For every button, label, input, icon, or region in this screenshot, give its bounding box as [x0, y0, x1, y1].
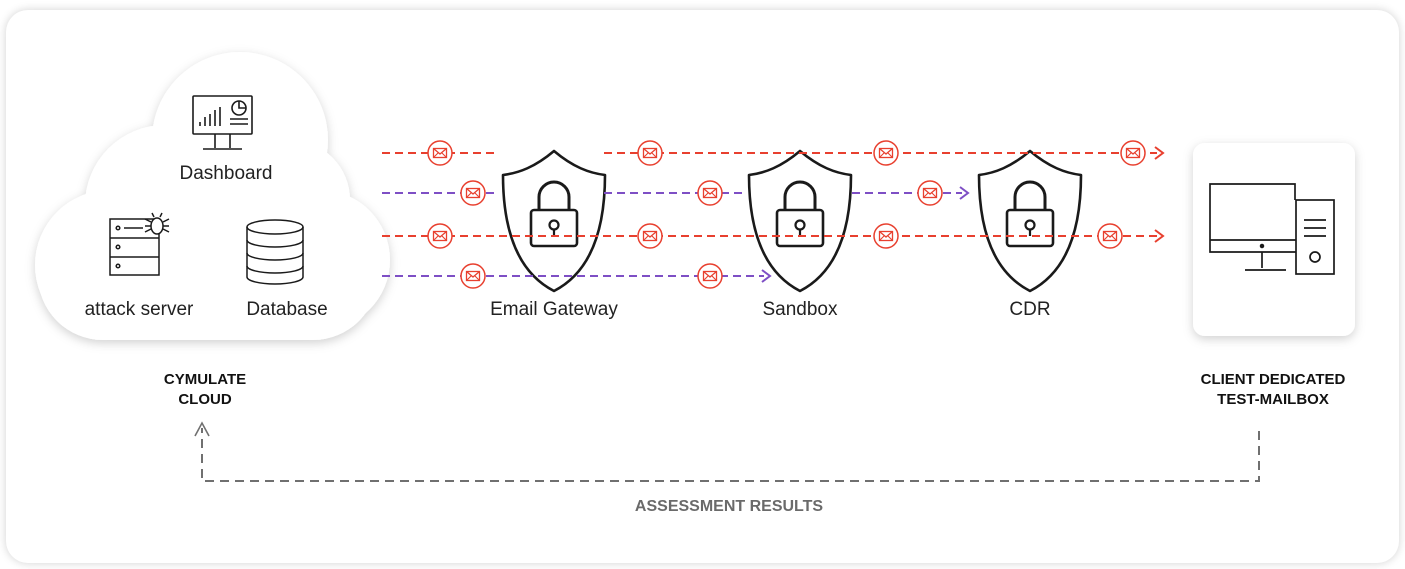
envelope-icon: [427, 140, 453, 166]
envelope-icon: [697, 180, 723, 206]
database-icon: [246, 219, 304, 285]
bug-icon: [144, 212, 170, 235]
shield-label-email-gateway: Email Gateway: [490, 299, 618, 320]
envelope-icon: [637, 223, 663, 249]
cymulate-cloud-title: CYMULATE CLOUD: [164, 370, 246, 410]
feedback-arrowhead-icon: [194, 421, 210, 437]
flow-line-red: [382, 146, 1165, 160]
assessment-results-label: ASSESSMENT RESULTS: [634, 498, 824, 515]
envelope-icon: [1120, 140, 1146, 166]
envelope-icon: [1097, 223, 1123, 249]
envelope-icon: [873, 140, 899, 166]
envelope-icon: [697, 263, 723, 289]
assessment-results-path: [201, 428, 1260, 482]
envelope-icon: [637, 140, 663, 166]
dashboard-monitor-icon: [192, 95, 253, 150]
attack-server-icon: [109, 218, 160, 276]
shield-lock-icon: [501, 149, 607, 293]
envelope-icon: [873, 223, 899, 249]
database-label: Database: [246, 299, 328, 320]
shield-lock-icon: [977, 149, 1083, 293]
shield-label-sandbox: Sandbox: [762, 299, 838, 320]
cloud-title-line2: CLOUD: [178, 391, 232, 408]
cymulate-cloud: [35, 52, 390, 340]
envelope-icon: [460, 180, 486, 206]
dashboard-label: Dashboard: [179, 163, 273, 184]
client-mailbox-title: CLIENT DEDICATED TEST-MAILBOX: [1201, 370, 1346, 410]
cloud-title-line1: CYMULATE: [163, 371, 247, 388]
attack-server-label: attack server: [84, 299, 194, 320]
flow-line-red: [382, 229, 1165, 243]
desktop-computer-icon: [1209, 183, 1335, 275]
envelope-icon: [427, 223, 453, 249]
shield-label-cdr: CDR: [1009, 299, 1051, 320]
client-title-line1: CLIENT DEDICATED: [1200, 371, 1346, 388]
shield-lock-icon: [747, 149, 853, 293]
client-title-line2: TEST-MAILBOX: [1217, 391, 1329, 408]
envelope-icon: [917, 180, 943, 206]
envelope-icon: [460, 263, 486, 289]
